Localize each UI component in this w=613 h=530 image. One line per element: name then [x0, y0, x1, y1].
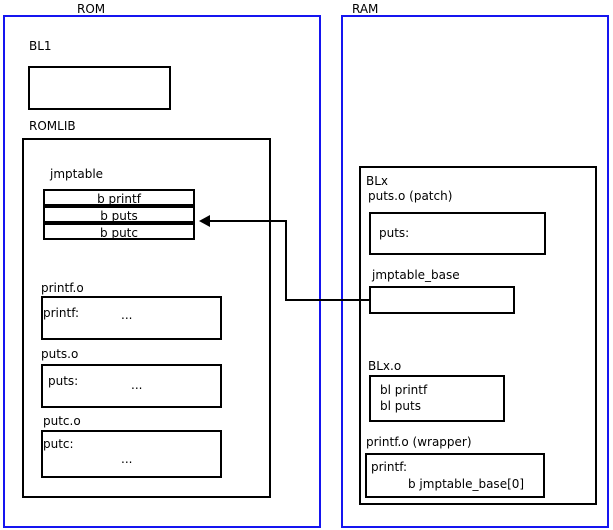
rom-putc-symbol: putc: [43, 437, 74, 451]
blx-o-line-bl-printf: bl printf [380, 383, 428, 397]
rom-putc-o-box: putc: ... [41, 430, 222, 478]
printf-wrapper-symbol: printf: [371, 460, 408, 474]
rom-putc-body: ... [121, 452, 133, 466]
rom-puts-o-label: puts.o [41, 347, 79, 361]
jmptable-entry-b-printf: b printf [43, 189, 195, 206]
rom-puts-body: ... [131, 378, 143, 392]
rom-printf-symbol: printf: [43, 306, 80, 320]
blx-label: BLx [366, 174, 389, 188]
ram-puts-patch-label: puts.o (patch) [368, 189, 453, 203]
bl1-label: BL1 [29, 39, 52, 53]
jmptable-entry-b-puts: b puts [43, 206, 195, 223]
connector-segment-horizontal-lower [285, 299, 371, 301]
rom-puts-o-box: puts: ... [41, 364, 222, 408]
rom-printf-o-label: printf.o [41, 281, 84, 295]
rom-printf-body: ... [121, 308, 133, 322]
rom-region-label: ROM [77, 2, 106, 16]
rom-putc-o-label: putc.o [43, 414, 81, 428]
blx-o-label: BLx.o [368, 359, 402, 373]
rom-region [3, 15, 321, 528]
ram-puts-patch-symbol: puts: [379, 226, 410, 240]
printf-wrapper-box: printf: b jmptable_base[0] [365, 453, 545, 498]
connector-segment-vertical [285, 220, 287, 301]
ram-region [341, 15, 609, 528]
rom-puts-symbol: puts: [48, 374, 79, 388]
jmptable-entry-b-putc: b putc [43, 223, 195, 240]
ram-region-label: RAM [352, 2, 379, 16]
romlib-label: ROMLIB [29, 119, 76, 133]
bl1-box [28, 66, 171, 110]
ram-puts-patch-box: puts: [369, 212, 546, 255]
blx-o-box: bl printf bl puts [369, 375, 505, 422]
jmptable-base-box [369, 286, 515, 314]
rom-printf-o-box: printf: ... [41, 296, 222, 340]
printf-wrapper-instruction: b jmptable_base[0] [408, 477, 525, 491]
blx-o-line-bl-puts: bl puts [380, 399, 421, 413]
connector-arrowhead-icon [199, 215, 210, 227]
jmptable-label: jmptable [50, 167, 104, 181]
jmptable-base-label: jmptable_base [372, 268, 460, 282]
printf-wrapper-label: printf.o (wrapper) [366, 435, 472, 449]
connector-segment-horizontal-upper [210, 220, 287, 222]
